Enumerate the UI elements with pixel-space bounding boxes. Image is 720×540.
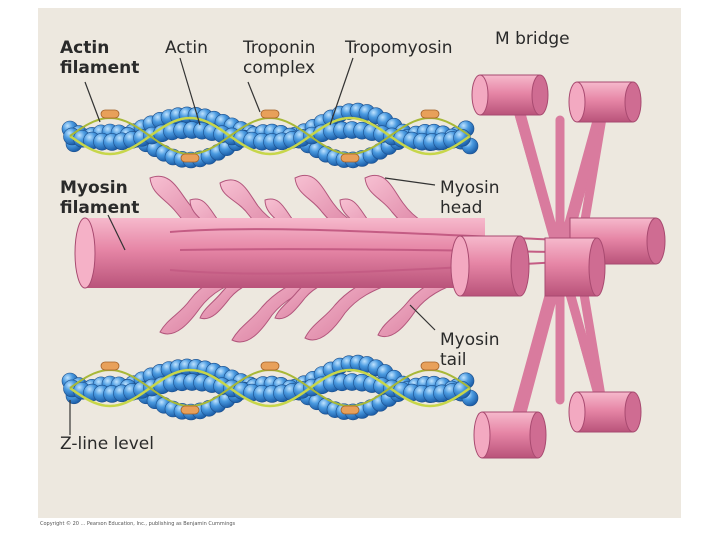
tropomyosin-strand: [69, 116, 471, 156]
label-m-bridge: M bridge: [495, 29, 570, 49]
troponin-complex: [260, 361, 280, 371]
label-actin: Actin: [165, 38, 208, 58]
actin-filament-top: [61, 102, 479, 169]
m-bridge-disc-bottom-right: [568, 391, 642, 433]
copyright-notice: Copyright © 20 ... Pearson Education, In…: [40, 521, 236, 527]
troponin-complex: [100, 109, 120, 119]
tropomyosin-strand: [69, 368, 471, 408]
leader-lines: [69, 57, 436, 435]
actin-filament-bottom: [61, 354, 479, 421]
m-bridge-disc-top-right: [568, 81, 642, 123]
myosin-filament-rod: [74, 217, 606, 297]
troponin-complex: [420, 361, 440, 371]
label-myosin-filament: Myosin filament: [60, 178, 140, 218]
label-myosin-tail: Myosin tail: [440, 330, 500, 370]
m-bridge-disc-top-left: [471, 74, 549, 116]
label-z-line-level: Z-line level: [60, 434, 154, 454]
label-myosin-head: Myosin head: [440, 178, 500, 218]
label-troponin-complex: Troponin complex: [243, 38, 316, 78]
troponin-complex: [420, 109, 440, 119]
troponin-complex: [180, 153, 200, 163]
troponin-complex: [340, 405, 360, 415]
troponin-complex: [100, 361, 120, 371]
troponin-complex: [260, 109, 280, 119]
m-bridge-discs: [471, 74, 666, 459]
label-actin-filament: Actin filament: [60, 38, 140, 78]
label-tropomyosin: Tropomyosin: [345, 38, 453, 58]
m-bridge-disc-bottom-left: [473, 411, 547, 459]
troponin-complex: [340, 153, 360, 163]
troponin-complex: [180, 405, 200, 415]
